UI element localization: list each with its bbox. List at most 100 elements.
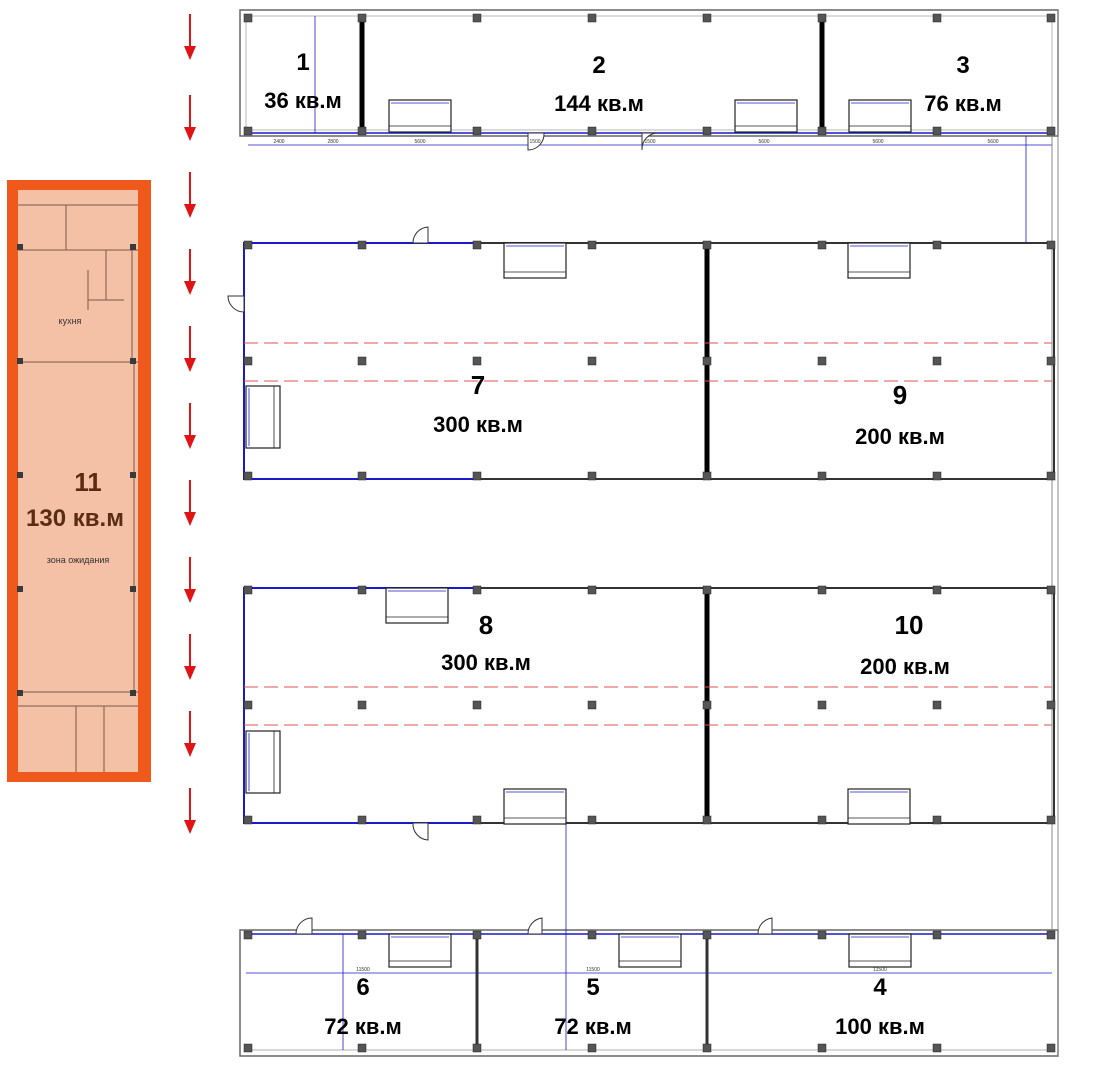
- unit-7-number: 7: [471, 370, 485, 400]
- column-marker: [932, 356, 942, 366]
- column-marker: [817, 13, 827, 23]
- column-marker: [472, 471, 482, 481]
- unit-9-number: 9: [893, 380, 907, 410]
- unit-labels: 1 36 кв.м 2 144 кв.м 3 76 кв.м 7 300 кв.…: [264, 49, 1002, 1039]
- door-icon: [527, 132, 545, 151]
- down-arrow-icon: [184, 634, 196, 680]
- down-arrow-icon: [184, 711, 196, 757]
- loading-gate: [503, 242, 567, 279]
- dimension-label: 11500: [586, 967, 600, 973]
- column-marker: [587, 471, 597, 481]
- column-marker: [932, 1043, 942, 1053]
- column-marker: [357, 126, 367, 136]
- waiting-area-label: зона ожидания: [47, 555, 110, 565]
- column-marker: [932, 471, 942, 481]
- column-marker: [817, 240, 827, 250]
- column-marker: [472, 700, 482, 710]
- column-marker: [472, 356, 482, 366]
- loading-gate: [385, 587, 449, 624]
- building-columns: [243, 13, 1056, 1053]
- unit-3-number: 3: [956, 52, 969, 79]
- down-arrow-icon: [184, 557, 196, 603]
- dimension-label: 5600: [987, 139, 998, 145]
- column-marker: [702, 471, 712, 481]
- dimension-label: 11500: [356, 967, 370, 973]
- column-marker: [702, 585, 712, 595]
- column-marker: [243, 471, 253, 481]
- unit-5-area: 72 кв.м: [554, 1014, 632, 1039]
- column-marker: [587, 1043, 597, 1053]
- column-marker: [932, 240, 942, 250]
- column-marker: [357, 930, 367, 940]
- down-arrow-icon: [184, 249, 196, 295]
- column-marker: [932, 13, 942, 23]
- down-arrow-icon: [184, 172, 196, 218]
- column-marker: [243, 13, 253, 23]
- unit-4-number: 4: [873, 974, 887, 1001]
- column-marker: [587, 930, 597, 940]
- dimension-label: 2800: [327, 139, 338, 145]
- unit-11-area: 130 кв.м: [26, 505, 124, 532]
- column-marker: [357, 585, 367, 595]
- column-marker: [472, 815, 482, 825]
- column-marker: [817, 471, 827, 481]
- door-icon: [412, 226, 429, 244]
- column-marker: [817, 1043, 827, 1053]
- column-marker: [702, 1043, 712, 1053]
- dimension-label: 5600: [414, 139, 425, 145]
- column-marker: [243, 815, 253, 825]
- dimension-label: 1500: [644, 139, 655, 145]
- column-marker: [932, 815, 942, 825]
- dimension-labels: 2400 2800 5600 1500 1500 5600 5600 5600 …: [273, 139, 998, 973]
- door-icon: [757, 917, 773, 935]
- column-marker: [1046, 585, 1056, 595]
- column-marker: [932, 585, 942, 595]
- column-marker: [817, 700, 827, 710]
- column-marker: [243, 930, 253, 940]
- column-marker: [817, 356, 827, 366]
- column-marker: [587, 815, 597, 825]
- column-marker: [702, 356, 712, 366]
- column-marker: [357, 1043, 367, 1053]
- door-icon: [641, 132, 659, 151]
- down-arrow-icon: [184, 326, 196, 372]
- column-marker: [1046, 13, 1056, 23]
- column-marker: [1046, 126, 1056, 136]
- column-marker: [817, 815, 827, 825]
- door-icon: [412, 822, 429, 841]
- column-marker: [702, 815, 712, 825]
- column-marker: [702, 13, 712, 23]
- unit-8-area: 300 кв.м: [441, 650, 531, 675]
- column-marker: [587, 585, 597, 595]
- column-marker: [817, 930, 827, 940]
- column-marker: [587, 13, 597, 23]
- column-marker: [1046, 240, 1056, 250]
- column-marker: [357, 13, 367, 23]
- unit-11-interior-walls: [18, 204, 138, 772]
- column-marker: [243, 585, 253, 595]
- unit-6-area: 72 кв.м: [324, 1014, 402, 1039]
- column-marker: [472, 13, 482, 23]
- column-marker: [932, 700, 942, 710]
- column-marker: [472, 126, 482, 136]
- column-marker: [587, 126, 597, 136]
- site-outline: [314, 10, 1059, 1056]
- unit-11-block[interactable]: кухня 11 130 кв.м зона ожидания: [7, 180, 151, 782]
- column-marker: [817, 126, 827, 136]
- loading-gate: [734, 99, 798, 133]
- loading-gate: [847, 242, 911, 279]
- loading-gate: [848, 99, 912, 133]
- column-marker: [817, 585, 827, 595]
- column-marker: [932, 126, 942, 136]
- loading-gate: [847, 788, 911, 825]
- unit-2-number: 2: [592, 52, 605, 79]
- down-arrow-icon: [184, 95, 196, 141]
- loading-gate: [388, 933, 452, 968]
- unit-2-area: 144 кв.м: [554, 91, 644, 116]
- loading-gate: [503, 788, 567, 825]
- dimension-label: 5600: [872, 139, 883, 145]
- down-arrow-icon: [184, 14, 196, 60]
- loading-gate: [618, 933, 682, 968]
- column-marker: [702, 240, 712, 250]
